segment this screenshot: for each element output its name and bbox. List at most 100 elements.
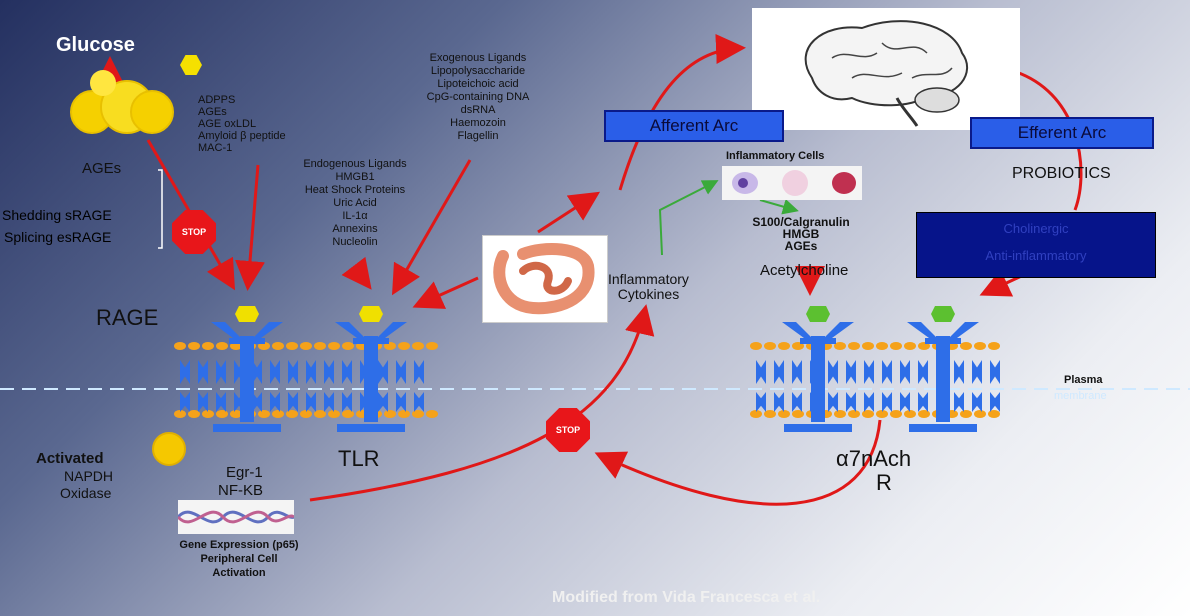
membrane-left-dot <box>216 410 228 418</box>
membrane-right-dot <box>876 342 888 350</box>
oxidase-label: Oxidase <box>60 485 112 501</box>
membrane-left-lipid <box>272 392 280 412</box>
membrane-right-dot <box>974 410 986 418</box>
membrane-right-lipid <box>848 392 856 412</box>
membrane-left-dot <box>426 342 438 350</box>
a7-receptor-left-arm <box>824 322 854 338</box>
membrane-right-lipid <box>866 360 874 384</box>
intestine-image <box>482 235 608 323</box>
membrane-right-lipid <box>956 360 964 384</box>
membrane-right-lipid <box>920 360 928 384</box>
membrane-right-lipid <box>884 392 892 412</box>
glucose-label: Glucose <box>56 34 135 56</box>
exogenous-to-tlr-arrow <box>392 159 472 296</box>
membrane-left-dot <box>314 410 326 418</box>
green-arrows <box>658 180 799 256</box>
membrane-left-dot <box>174 410 186 418</box>
membrane-right-dot <box>848 342 860 350</box>
membrane-left-lipid <box>182 360 190 384</box>
membrane-left-dot <box>286 342 298 350</box>
nfkb-label: NF-KB <box>218 482 263 499</box>
membrane-left-dot <box>202 342 214 350</box>
a7-receptor-left-ligand <box>806 306 830 322</box>
a7-receptor-left-bar <box>800 338 836 344</box>
membrane-left-dot <box>384 410 396 418</box>
membrane-left-lipid <box>416 392 424 412</box>
membrane-right-lipid <box>974 360 982 384</box>
glucose-hexagon <box>180 55 202 75</box>
rage-receptor-stem <box>240 336 254 422</box>
egr1-label: Egr-1 <box>226 464 263 481</box>
membrane-right-dot <box>862 342 874 350</box>
a7-receptor-right-arm <box>949 322 979 338</box>
membrane-right-lipid <box>848 360 856 384</box>
inflammatory-mediators: S100/Calgranulin HMGB AGEs <box>752 215 850 253</box>
membrane-right-dot <box>960 342 972 350</box>
membrane-left-lipid <box>200 360 208 384</box>
membrane-right-lipid <box>956 392 964 412</box>
shedding-srage-label: Shedding sRAGE <box>2 207 112 223</box>
activated-label: Activated <box>36 450 104 467</box>
tlr-label: TLR <box>338 446 380 471</box>
tlr-receptor-arm <box>335 322 365 338</box>
membrane-left-lipid <box>308 360 316 384</box>
membrane-left-lipid <box>290 392 298 412</box>
gut-to-afferent-arrow <box>537 191 601 234</box>
ages-label: AGEs <box>82 160 122 177</box>
napdh-label: NAPDH <box>64 468 114 484</box>
membrane-right-lipid <box>920 392 928 412</box>
membrane-right-dot <box>904 342 916 350</box>
splicing-esrage-label: Splicing esRAGE <box>4 229 112 245</box>
membrane-left-dot <box>328 342 340 350</box>
a7-receptor-left-arm <box>782 322 812 338</box>
rage-receptor-base <box>213 424 281 432</box>
membrane-right-dot <box>778 342 790 350</box>
membrane-left-lipid <box>272 360 280 384</box>
probiotics-label: PROBIOTICS <box>1012 165 1111 182</box>
membrane-left-dot <box>272 410 284 418</box>
membrane-left-lipid <box>254 360 262 384</box>
membrane-left-dot <box>300 342 312 350</box>
membrane-left-dot <box>300 410 312 418</box>
membrane-left-dot <box>188 342 200 350</box>
membrane-left-dot <box>426 410 438 418</box>
rage-receptor-arm <box>253 322 283 338</box>
membrane-right-lipid <box>776 392 784 412</box>
gut-to-tlr-arrow <box>412 276 479 309</box>
membrane-left-dot <box>314 342 326 350</box>
membrane-left-lipid <box>200 392 208 412</box>
gene-expression-text: Gene Expression (p65) Peripheral Cell Ac… <box>179 539 299 579</box>
membrane-right-dot <box>764 410 776 418</box>
membrane-right-dot <box>918 410 930 418</box>
membrane-right-dot <box>834 342 846 350</box>
dna-image <box>178 500 294 534</box>
stop-sign-rage: STOP <box>172 210 216 254</box>
membrane-right-dot <box>848 410 860 418</box>
membrane-right-dot <box>988 410 1000 418</box>
signal-arrows <box>95 33 1083 506</box>
membrane-left-dot <box>398 342 410 350</box>
membrane-right-dot <box>960 410 972 418</box>
membrane-left-dot <box>412 342 424 350</box>
cholinergic-box: Cholinergic Anti-inflammatory <box>916 212 1156 278</box>
membrane-right-lipid <box>758 392 766 412</box>
inflammatory-cells-title: Inflammatory Cells <box>726 150 825 162</box>
rage-receptor-ligand <box>235 306 259 322</box>
membrane-left-dot <box>202 410 214 418</box>
a7-receptor-left-base <box>784 424 852 432</box>
inflammatory-cells-image <box>722 166 862 200</box>
stop-sign-a7: STOP <box>546 408 590 452</box>
membrane-right-dot <box>764 342 776 350</box>
membrane-left-lipid <box>398 392 406 412</box>
membrane-right-dot <box>750 410 762 418</box>
a7nachr-label: α7nAch <box>836 446 912 471</box>
membrane-left-dot <box>286 410 298 418</box>
tlr-receptor-arm <box>377 322 407 338</box>
membrane-right-lipid <box>830 392 838 412</box>
membrane-left-lipid <box>344 360 352 384</box>
membrane-left-dot <box>328 410 340 418</box>
membrane-left-dot <box>230 410 242 418</box>
